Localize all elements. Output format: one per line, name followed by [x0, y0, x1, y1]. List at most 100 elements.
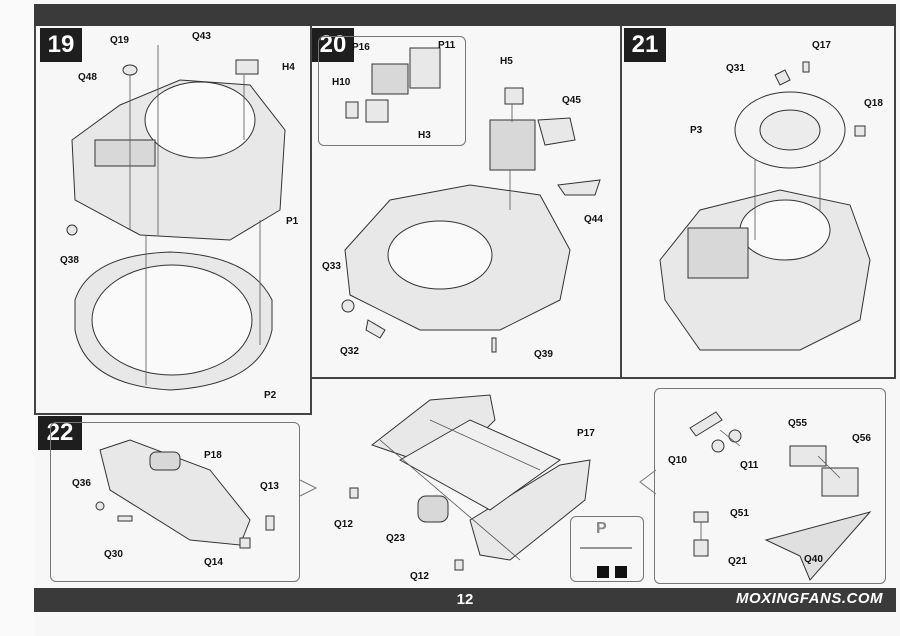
label-q39: Q39	[534, 349, 553, 360]
legend-warning-icon	[615, 566, 627, 578]
legend-glue-icon	[597, 566, 609, 578]
panel-step-22	[50, 422, 300, 582]
part-q11-b	[728, 429, 742, 443]
part-q21	[693, 539, 709, 557]
part-q12-left	[349, 487, 359, 499]
page-number: 12	[456, 591, 474, 608]
label-h10: H10	[332, 77, 351, 88]
part-q36	[95, 501, 105, 511]
label-q32: Q32	[340, 346, 359, 357]
part-h3	[365, 99, 389, 123]
step-number-20: 20	[312, 28, 354, 62]
label-h4: H4	[282, 62, 295, 73]
label-q40: Q40	[804, 554, 823, 565]
part-q18	[854, 125, 866, 137]
label-q56: Q56	[852, 433, 871, 444]
frame-rule-left	[34, 26, 36, 414]
paper-plane-logo	[764, 511, 872, 581]
turret-ring-opening-19	[144, 81, 256, 159]
label-q44: Q44	[584, 214, 603, 225]
label-q30: Q30	[104, 549, 123, 560]
label-q31: Q31	[726, 63, 745, 74]
ring-opening-p2	[91, 264, 253, 376]
legend-label-p: P	[596, 520, 607, 537]
step-number-19: 19	[40, 28, 82, 62]
label-q55: Q55	[788, 418, 807, 429]
label-q45: Q45	[562, 95, 581, 106]
part-h4	[235, 59, 259, 75]
part-q31	[774, 69, 791, 86]
chassis-front-side	[469, 459, 591, 561]
part-q14	[239, 537, 251, 549]
part-q45	[537, 117, 576, 146]
assembly-line	[719, 429, 741, 447]
label-q19: Q19	[110, 35, 129, 46]
label-q36: Q36	[72, 478, 91, 489]
frame-rule-20-21	[620, 26, 622, 378]
frame-rule-22-top	[34, 413, 312, 415]
part-q48	[122, 64, 138, 76]
turret-opening-20	[387, 220, 493, 290]
label-p1: P1	[286, 216, 299, 227]
step-number-21: 21	[624, 28, 666, 62]
part-h5	[504, 87, 524, 105]
label-q33: Q33	[322, 261, 341, 272]
legend-box	[570, 516, 644, 582]
bottom-bar: 12	[34, 588, 896, 612]
label-q21: Q21	[728, 556, 747, 567]
stowage-box-21	[687, 227, 749, 279]
label-q11: Q11	[740, 460, 759, 471]
part-q12-bottom	[454, 559, 464, 571]
part-q13	[265, 515, 275, 531]
frame-rule-19-20	[310, 26, 312, 414]
label-h3: H3	[418, 130, 431, 141]
label-p2: P2	[264, 390, 277, 401]
label-p18: P18	[204, 450, 222, 461]
label-q43: Q43	[192, 31, 211, 42]
step-number-22: 22	[38, 416, 82, 450]
part-p18-detail	[149, 451, 181, 471]
part-q30	[117, 515, 133, 522]
panel-small-parts	[654, 388, 886, 584]
part-q56	[821, 467, 859, 497]
turret-hatch-19	[94, 139, 156, 167]
part-q39	[491, 337, 497, 353]
part-q11-a	[711, 439, 725, 453]
turret-opening-21	[739, 199, 831, 261]
label-p17: P17	[577, 428, 595, 439]
part-h10	[345, 101, 359, 119]
label-q10: Q10	[668, 455, 687, 466]
frame-rule-right	[894, 26, 896, 378]
top-bar	[34, 4, 896, 26]
assembly-line	[379, 439, 521, 561]
part-q17	[802, 61, 810, 73]
label-q23: Q23	[386, 533, 405, 544]
part-p16	[371, 63, 409, 95]
watermark-text: MOXINGFANS.COM	[736, 590, 884, 607]
part-q38	[66, 224, 78, 236]
label-q48: Q48	[78, 72, 97, 83]
part-q32	[365, 319, 386, 339]
assembly-line	[429, 419, 541, 471]
stowage-box-20	[489, 119, 536, 171]
part-q51	[693, 511, 709, 523]
part-q23	[417, 495, 449, 523]
sub-assembly-panel-20	[318, 36, 466, 146]
binding-margin	[0, 0, 34, 636]
label-q51: Q51	[730, 508, 749, 519]
label-q17: Q17	[812, 40, 831, 51]
frame-rule-mid	[310, 377, 896, 379]
chassis-floor	[398, 419, 562, 511]
label-q13: Q13	[260, 481, 279, 492]
label-q12-left: Q12	[334, 519, 353, 530]
label-q18: Q18	[864, 98, 883, 109]
label-p11: P11	[438, 40, 456, 51]
part-p11	[409, 47, 441, 89]
label-p3: P3	[690, 125, 703, 136]
part-q33	[341, 299, 355, 313]
label-q38: Q38	[60, 255, 79, 266]
label-h5: H5	[500, 56, 513, 67]
label-p16: P16	[352, 42, 370, 53]
side-panel-p18	[99, 439, 251, 546]
